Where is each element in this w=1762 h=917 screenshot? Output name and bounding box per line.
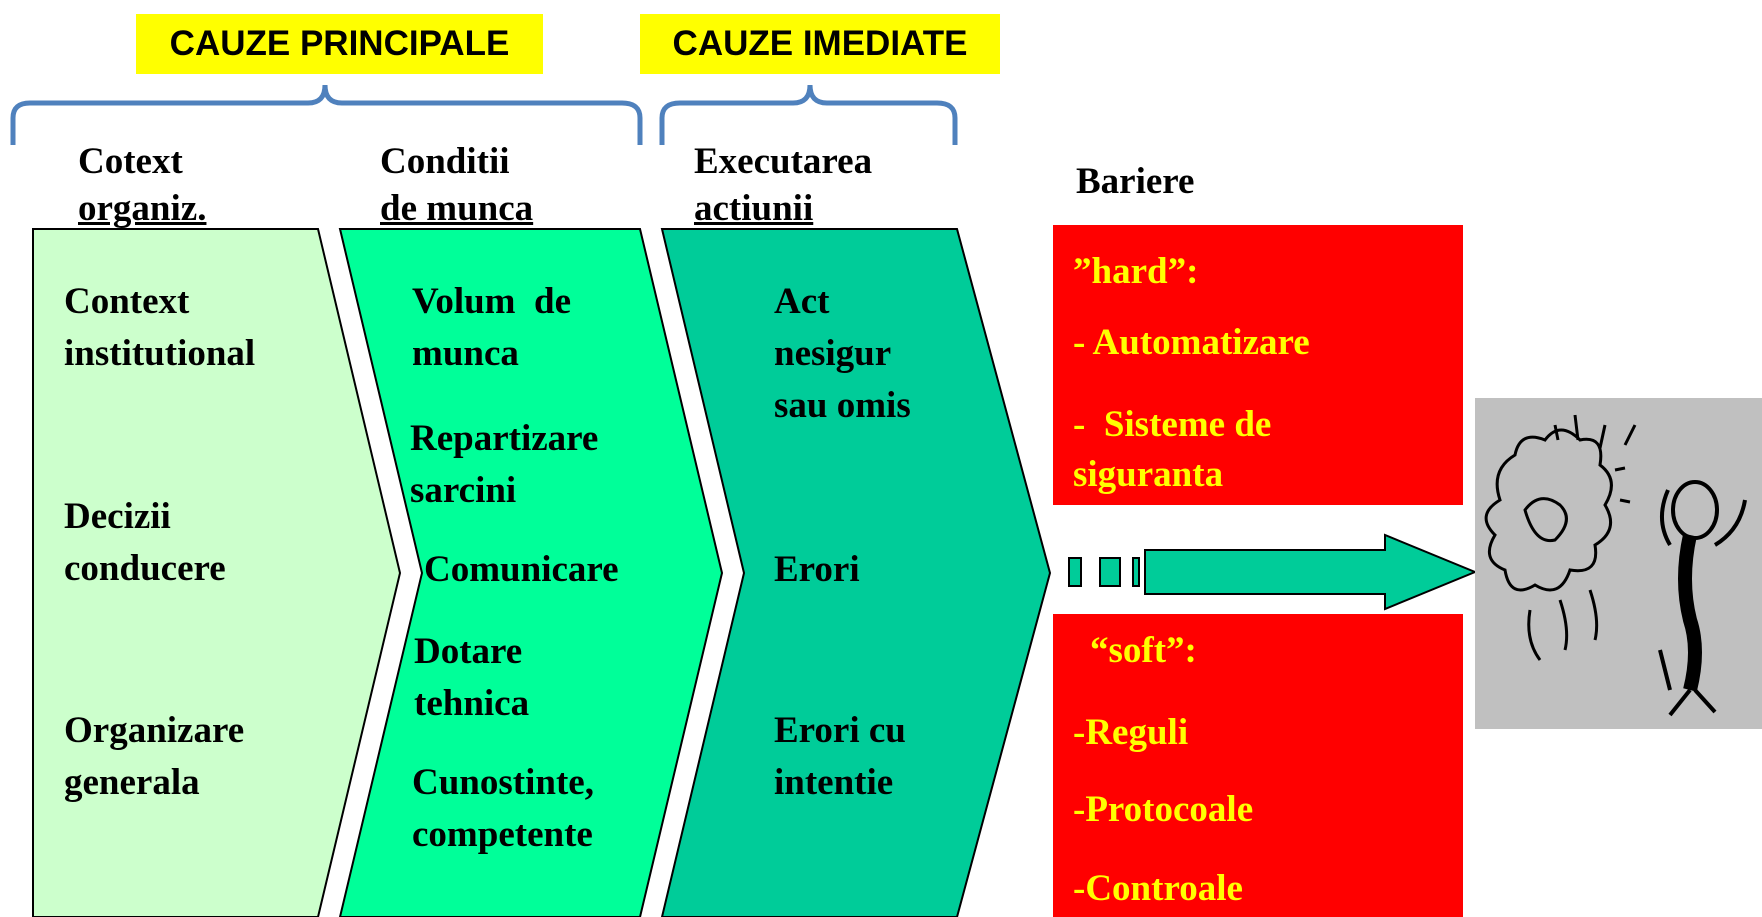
hard-barriers-item: - Sisteme de	[1073, 404, 1272, 445]
column-3-group-3: Erori cu intentie	[774, 705, 906, 809]
bracket-immediate-causes	[659, 84, 958, 145]
column-header-work-conditions: Conditii de munca	[380, 138, 533, 232]
hard-barriers-box	[1053, 225, 1463, 505]
list-item: Cunostinte,	[412, 762, 594, 803]
list-item: Act	[774, 281, 830, 322]
arrow-tail-block-1	[1068, 557, 1082, 587]
list-item: intentie	[774, 762, 894, 803]
column-header-action-execution: Executarea actiunii	[694, 138, 872, 232]
list-item: Comunicare	[424, 549, 619, 590]
header-line: Cotext	[78, 141, 183, 182]
list-item: generala	[64, 762, 200, 803]
arrow-tail-block-2	[1099, 557, 1121, 587]
list-item: Decizii	[64, 496, 171, 537]
soft-barriers-item: -Controale	[1073, 868, 1243, 909]
column-3-group-2: Erori	[774, 544, 860, 596]
arrow-tail-block-3	[1132, 557, 1140, 587]
list-item: Context	[64, 281, 190, 322]
column-3-group-1: Act nesigur sau omis	[774, 276, 911, 432]
list-item: Erori cu	[774, 710, 906, 751]
soft-barriers-item: -Reguli	[1073, 712, 1189, 753]
header-line: actiunii	[694, 188, 814, 229]
header-line: Conditii	[380, 141, 510, 182]
list-item: sarcini	[410, 470, 517, 511]
hard-barriers-item: - Automatizare	[1073, 322, 1310, 363]
hard-barriers-item: siguranta	[1073, 454, 1224, 495]
soft-barriers-box	[1053, 614, 1463, 917]
column-organizational-context-shape	[32, 228, 402, 917]
column-2-group-5: Cunostinte, competente	[412, 757, 594, 861]
column-1-group-2: Decizii conducere	[64, 491, 226, 595]
list-item: tehnica	[414, 683, 530, 724]
barriers-title: Bariere	[1076, 161, 1195, 202]
column-2-group-3: Comunicare	[424, 544, 619, 596]
list-item: sau omis	[774, 385, 911, 426]
column-2-group-4: Dotare tehnica	[414, 626, 529, 730]
list-item: nesigur	[774, 333, 892, 374]
list-item: Repartizare	[410, 418, 599, 459]
header-line: Executarea	[694, 141, 873, 182]
list-item: conducere	[64, 548, 226, 589]
outcome-arrow	[1144, 533, 1478, 611]
column-1-group-1: Context institutional	[64, 276, 255, 380]
list-item: Volum de	[412, 281, 572, 322]
hard-barriers-label: ”hard”:	[1073, 251, 1199, 292]
column-header-organizational-context: Cotext organiz.	[78, 138, 206, 232]
column-2-group-2: Repartizare sarcini	[410, 413, 598, 517]
soft-barriers-item: -Protocoale	[1073, 789, 1254, 830]
list-item: institutional	[64, 333, 256, 374]
list-item: Organizare	[64, 710, 245, 751]
main-causes-label: CAUZE PRINCIPALE	[136, 14, 543, 74]
column-action-execution-shape	[660, 228, 1052, 917]
column-work-conditions-shape	[338, 228, 724, 917]
header-line: organiz.	[78, 188, 207, 229]
column-1-group-3: Organizare generala	[64, 705, 244, 809]
list-item: munca	[412, 333, 519, 374]
column-2-group-1: Volum de munca	[412, 276, 571, 380]
soft-barriers-label: “soft”:	[1090, 630, 1197, 671]
list-item: competente	[412, 814, 593, 855]
list-item: Erori	[774, 549, 860, 590]
list-item: Dotare	[414, 631, 523, 672]
bracket-main-causes	[10, 84, 643, 145]
header-line: de munca	[380, 188, 534, 229]
immediate-causes-label: CAUZE IMEDIATE	[640, 14, 1000, 74]
accident-explosion-figure-icon	[1475, 398, 1762, 729]
